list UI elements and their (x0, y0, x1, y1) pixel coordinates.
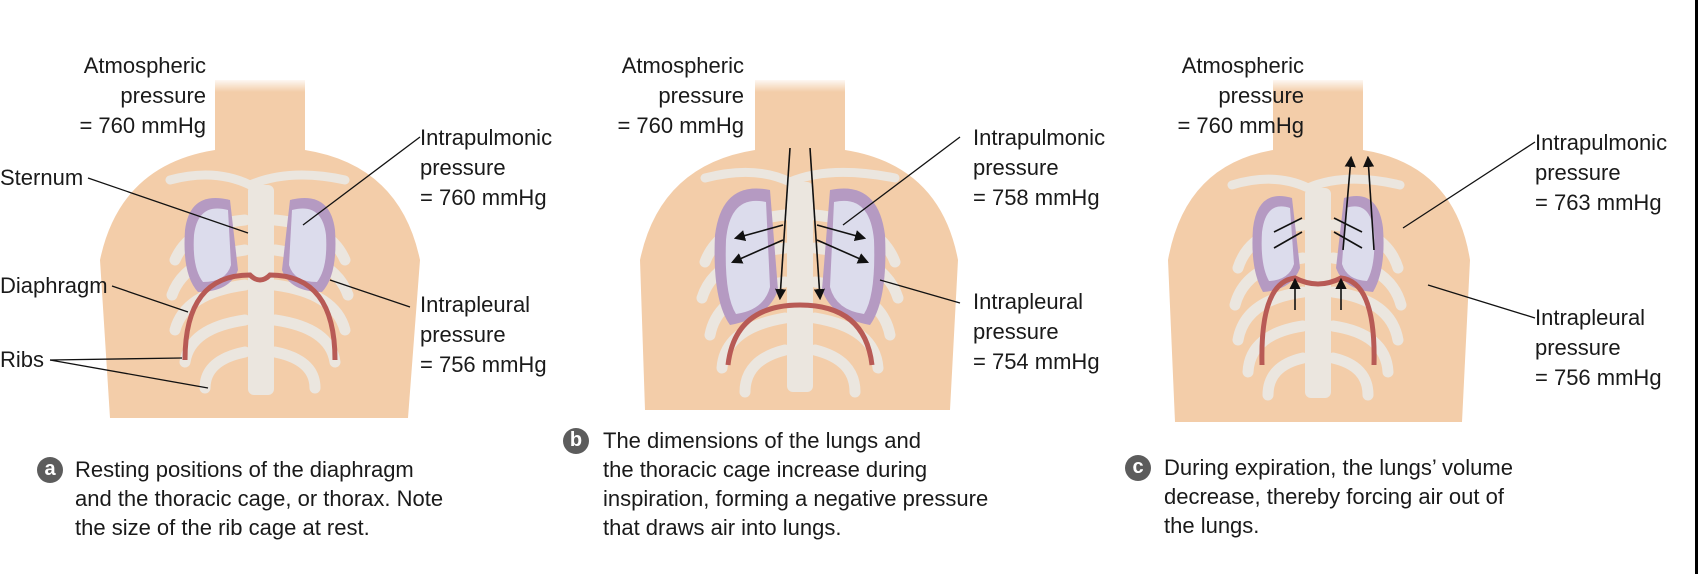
intrapleural-pressure-label-c: Intrapleural pressure = 756 mmHg (1535, 305, 1662, 390)
atmospheric-pressure-label-c: Atmospheric pressure = 760 mmHg (1177, 53, 1304, 138)
intrapleural-pressure-label-a: Intrapleural pressure = 756 mmHg (420, 292, 547, 377)
leaders-c (1402, 141, 1536, 319)
panel-badge-c: c (1125, 455, 1151, 481)
intrapulmonic-pressure-label-b: Intrapulmonic pressure = 758 mmHg (973, 125, 1106, 210)
arrows-b (730, 147, 870, 301)
ribs-label: Ribs (0, 347, 45, 372)
caption-c: During expiration, the lungs’ volume dec… (1164, 455, 1513, 538)
leaders-a (49, 136, 421, 389)
torso-a (100, 78, 420, 418)
atmospheric-pressure-label-a: Atmospheric pressure = 760 mmHg (79, 53, 206, 138)
diaphragm-label: Diaphragm (0, 273, 108, 298)
leaders-b (842, 136, 961, 304)
sternum-label: Sternum (0, 165, 84, 190)
atmospheric-pressure-label-b: Atmospheric pressure = 760 mmHg (617, 53, 744, 138)
arrows-c (1273, 155, 1375, 310)
intrapulmonic-pressure-label-c: Intrapulmonic pressure = 763 mmHg (1535, 130, 1668, 215)
panel-badge-b: b (563, 428, 589, 454)
caption-b: The dimensions of the lungs and the thor… (603, 428, 989, 540)
intrapulmonic-pressure-label-a: Intrapulmonic pressure = 760 mmHg (420, 125, 553, 210)
panel-badge-a: a (37, 457, 63, 483)
torso-c (1168, 78, 1470, 422)
caption-a: Resting positions of the diaphragm and t… (75, 457, 444, 540)
torso-b (640, 78, 958, 410)
right-edge-bar (1695, 0, 1698, 574)
intrapleural-pressure-label-b: Intrapleural pressure = 754 mmHg (973, 289, 1100, 374)
